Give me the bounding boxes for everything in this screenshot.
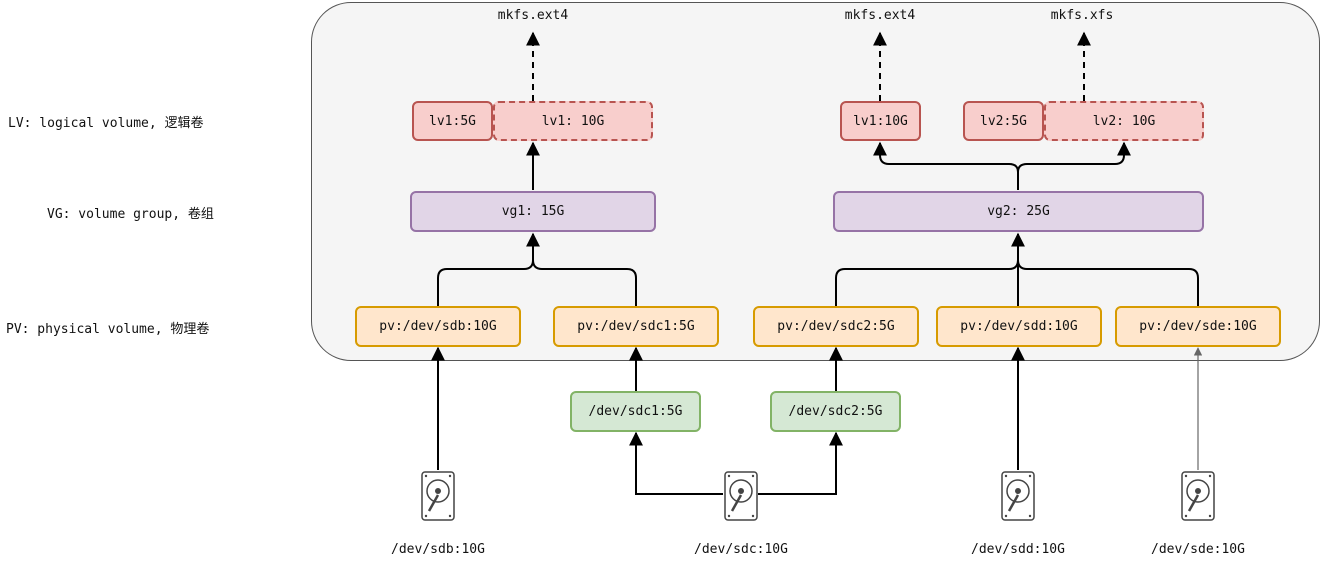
pv-sde-box[interactable]: pv:/dev/sde:10G <box>1115 306 1281 347</box>
lv1-5g-box[interactable]: lv1:5G <box>412 101 493 141</box>
edge-sdc-to-sdc2 <box>758 431 843 495</box>
partition-sdc2-box[interactable]: /dev/sdc2:5G <box>770 391 901 432</box>
layer-label-pv: PV: physical volume, 物理卷 <box>6 322 210 337</box>
layer-label-vg: VG: volume group, 卷组 <box>47 207 214 222</box>
hard-disk-icon[interactable] <box>1181 471 1215 521</box>
vg1-box[interactable]: vg1: 15G <box>410 191 656 232</box>
edge-sdc-to-sdc1 <box>629 431 723 495</box>
lv1-10g-box[interactable]: lv1:10G <box>840 101 921 141</box>
hard-disk-icon[interactable] <box>1001 471 1035 521</box>
lv2-5g-box[interactable]: lv2:5G <box>963 101 1044 141</box>
edge-pv-sdc1-to-vg1 <box>532 234 637 306</box>
disk-label-sdc: /dev/sdc:10G <box>694 542 788 557</box>
hard-disk-icon[interactable] <box>724 471 758 521</box>
layer-label-lv: LV: logical volume, 逻辑卷 <box>8 116 204 131</box>
vg2-box[interactable]: vg2: 25G <box>833 191 1204 232</box>
mkfs-label-1: mkfs.ext4 <box>497 8 569 23</box>
partition-sdc1-box[interactable]: /dev/sdc1:5G <box>570 391 701 432</box>
edge-vg2-to-lv1b <box>873 141 1019 190</box>
mkfs-label-3: mkfs.xfs <box>1050 8 1114 23</box>
edge-pv-sdb-to-vg1 <box>437 232 540 306</box>
pv-sdd-box[interactable]: pv:/dev/sdd:10G <box>936 306 1102 347</box>
edge-pv-sdc2-to-vg2 <box>835 232 1025 306</box>
mkfs-label-2: mkfs.ext4 <box>844 8 916 23</box>
disk-label-sdd: /dev/sdd:10G <box>971 542 1065 557</box>
edge-vg2-to-lv2 <box>1017 141 1131 190</box>
lvm-group-container <box>311 2 1320 361</box>
hard-disk-icon[interactable] <box>421 471 455 521</box>
edge-pv-sde-to-vg2 <box>1017 234 1199 306</box>
lv2-10g-extension-box[interactable]: lv2: 10G <box>1044 101 1204 141</box>
pv-sdb-box[interactable]: pv:/dev/sdb:10G <box>355 306 521 347</box>
pv-sdc1-box[interactable]: pv:/dev/sdc1:5G <box>553 306 719 347</box>
disk-label-sdb: /dev/sdb:10G <box>391 542 485 557</box>
disk-label-sde: /dev/sde:10G <box>1151 542 1245 557</box>
lv1-10g-extension-box[interactable]: lv1: 10G <box>493 101 653 141</box>
pv-sdc2-box[interactable]: pv:/dev/sdc2:5G <box>753 306 919 347</box>
